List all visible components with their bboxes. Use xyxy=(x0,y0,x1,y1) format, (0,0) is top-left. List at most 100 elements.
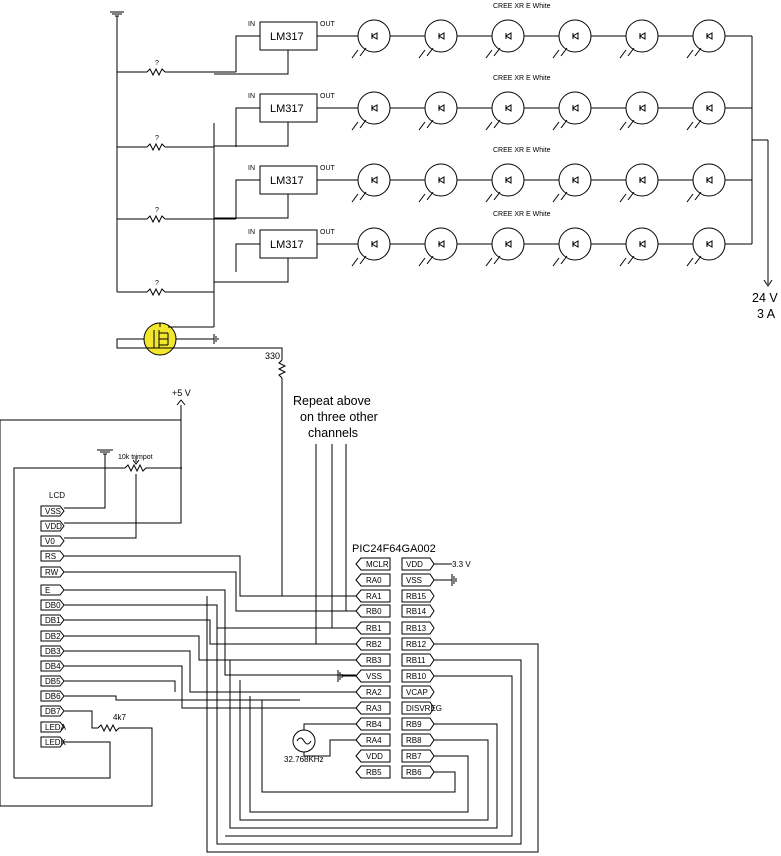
mcu-right-pin-label: RB13 xyxy=(406,624,427,633)
lcd-pin: VSS xyxy=(40,505,65,517)
led-symbol xyxy=(686,163,726,203)
led-label: CREE XR E White xyxy=(493,3,551,10)
mosfet xyxy=(143,322,177,356)
lcd-pin: DB1 xyxy=(40,614,65,626)
mcu-left-pin-label: RB4 xyxy=(366,720,382,729)
led-symbol xyxy=(552,91,592,131)
lm317-label: LM317 xyxy=(270,175,304,187)
mcu-left-pin-label: RB5 xyxy=(366,768,382,777)
lcd-pin: VDD xyxy=(40,520,65,532)
ground-symbol-mosfet xyxy=(213,334,219,344)
mcu-left-pin-label: RB1 xyxy=(366,624,382,633)
ground-symbol-vss xyxy=(451,574,457,586)
v33-label: 3.3 V xyxy=(452,560,471,569)
lcd-pin-label: VDD xyxy=(45,522,62,531)
led-symbol xyxy=(619,91,659,131)
mcu-left-pin: RB4 xyxy=(355,717,391,731)
mcu-right-pin-label: VCAP xyxy=(406,688,428,697)
led-symbol xyxy=(351,227,391,267)
in-label: IN xyxy=(248,165,255,172)
mcu-left-pin: RA2 xyxy=(355,685,391,699)
led-symbol xyxy=(619,163,659,203)
trimpot-label: 10k trimpot xyxy=(118,454,153,461)
mcu-left-pin: RB2 xyxy=(355,637,391,651)
mcu-right-pin: RB7 xyxy=(401,749,435,763)
led-symbol xyxy=(619,227,659,267)
out-label: OUT xyxy=(320,93,336,100)
led-symbol xyxy=(686,91,726,131)
mcu-left-pin-label: RB2 xyxy=(366,640,382,649)
lcd-pin: DB7 xyxy=(40,705,65,717)
mcu-right-pin: VCAP xyxy=(401,685,435,699)
mcu-left-pin: RA4 xyxy=(355,733,391,747)
mcu-right-pin: DISVREG xyxy=(401,701,442,715)
vplus-label: +5 V xyxy=(172,388,191,398)
led-symbol xyxy=(485,227,525,267)
mcu-left-pin: RB1 xyxy=(355,621,391,635)
mcu-right-pin: RB10 xyxy=(401,669,435,683)
led-symbol xyxy=(552,227,592,267)
mcu-right-pin-label: RB14 xyxy=(406,607,427,616)
mcu-left-pin: RA3 xyxy=(355,701,391,715)
lcd-pin-label: DB0 xyxy=(45,601,61,610)
supply-voltage: 24 V xyxy=(752,291,778,305)
mcu-right-pin: RB11 xyxy=(401,653,435,667)
lcd-pin-label: DB6 xyxy=(45,692,61,701)
led-symbol xyxy=(552,19,592,59)
in-label: IN xyxy=(248,21,255,28)
mcu-left-pin-label: VDD xyxy=(366,752,383,761)
repeat-note-line3: channels xyxy=(308,426,358,440)
lcd-pin: DB4 xyxy=(40,660,65,672)
crystal-label: 32.768KHz xyxy=(284,755,324,764)
mcu-right-pin-label: RB6 xyxy=(406,768,422,777)
mcu-right-pin-label: RB7 xyxy=(406,752,422,761)
mcu-left-pin-label: RA3 xyxy=(366,704,382,713)
out-label: OUT xyxy=(320,165,336,172)
led-symbol xyxy=(552,163,592,203)
mcu-right-pin-label: VSS xyxy=(406,576,422,585)
lcd-pin: LEDA xyxy=(40,721,67,733)
mcu-left-pin-label: RA1 xyxy=(366,592,382,601)
mcu-left-pin: MCLR xyxy=(355,557,391,571)
in-label: IN xyxy=(248,93,255,100)
led-symbol xyxy=(686,227,726,267)
lcd-pin-label: DB1 xyxy=(45,616,61,625)
lcd-pin-label: LEDK xyxy=(45,738,67,747)
mcu-left-pin: RB0 xyxy=(355,604,391,618)
ground-symbol-lcd xyxy=(97,449,113,455)
lcd-pin: DB6 xyxy=(40,690,65,702)
lcd-pin-label: DB5 xyxy=(45,677,61,686)
led-label: CREE XR E White xyxy=(493,75,551,82)
mcu-right-pin: RB15 xyxy=(401,589,435,603)
mcu-right-pin-label: RB12 xyxy=(406,640,427,649)
led-label: CREE XR E White xyxy=(493,211,551,218)
lcd-pin: RW xyxy=(40,566,65,578)
mcu-right-pin: RB6 xyxy=(401,765,435,779)
repeat-note-line2: on three other xyxy=(300,410,378,424)
lcd-pin-label: RS xyxy=(45,552,56,561)
r330-label: 330 xyxy=(265,351,280,361)
lcd-pin: DB0 xyxy=(40,599,65,611)
led-label: CREE XR E White xyxy=(493,147,551,154)
out-label: OUT xyxy=(320,21,336,28)
mcu-right-pin-label: RB11 xyxy=(406,656,426,665)
mcu-right-pin: VDD xyxy=(401,557,435,571)
lcd-pin: DB3 xyxy=(40,645,65,657)
led-symbol xyxy=(686,19,726,59)
mcu-left-pin-label: RA0 xyxy=(366,576,382,585)
lcd-pin: E xyxy=(40,584,65,596)
resistor-unknown-label: ? xyxy=(155,60,159,67)
mcu-left-pin: RA0 xyxy=(355,573,391,587)
mcu-left-pin: VDD xyxy=(355,749,391,763)
lm317-label: LM317 xyxy=(270,239,304,251)
mcu-right-pin: RB9 xyxy=(401,717,435,731)
r4k7-label: 4k7 xyxy=(113,713,126,722)
mcu-left-pin: RB3 xyxy=(355,653,391,667)
led-symbol xyxy=(418,19,458,59)
led-symbol xyxy=(485,163,525,203)
lcd-pin-label: DB7 xyxy=(45,707,61,716)
